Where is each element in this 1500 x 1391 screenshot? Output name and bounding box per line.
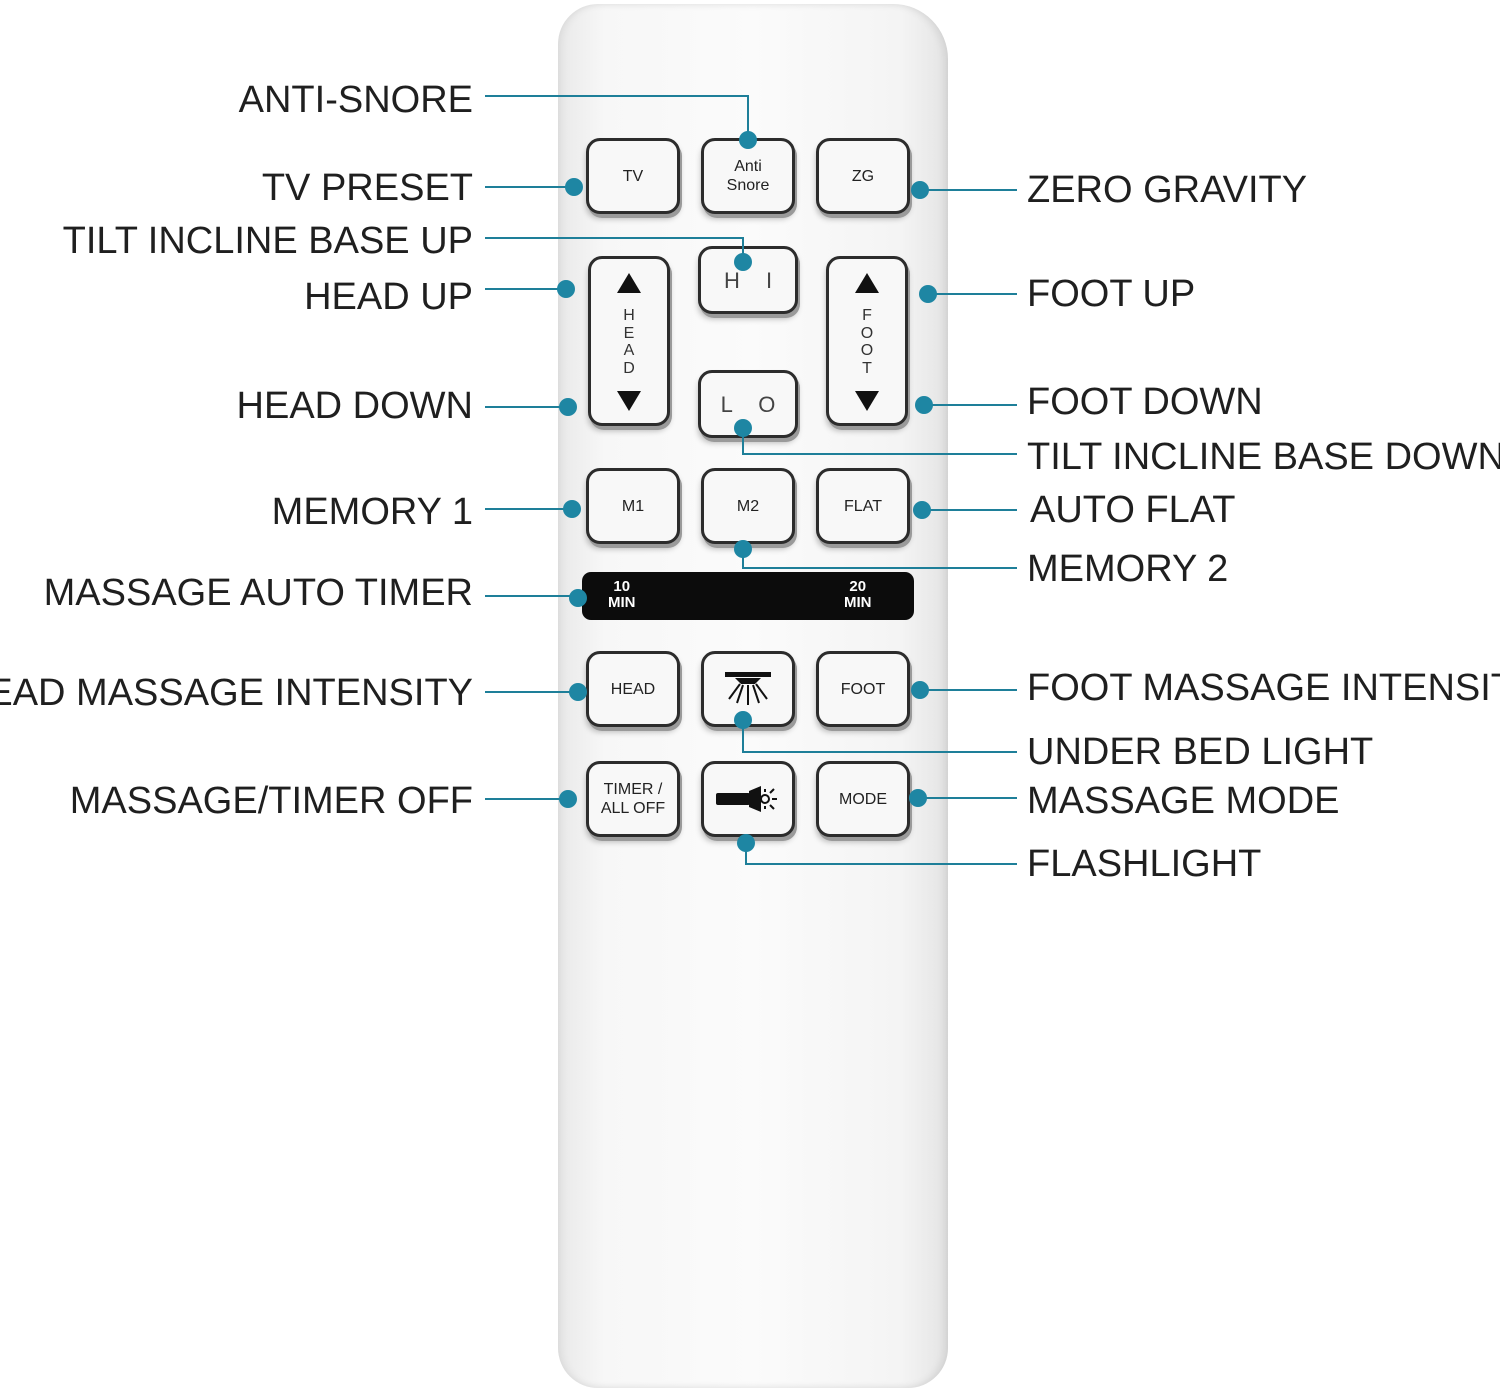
label-foot-down: FOOT DOWN (1027, 381, 1263, 423)
flashlight-button[interactable] (701, 761, 795, 837)
label-head-up: HEAD UP (304, 276, 473, 318)
head-vertical-label: H E A D (623, 307, 635, 377)
tilt-down-leader (742, 428, 1017, 455)
label-zero-gravity: ZERO GRAVITY (1027, 169, 1308, 211)
label-tv-preset: TV PRESET (261, 167, 473, 209)
tv-button[interactable]: TV (586, 138, 680, 214)
label-massage-mode: MASSAGE MODE (1027, 780, 1340, 822)
anti-snore-leader (485, 95, 749, 140)
light-icon (725, 672, 771, 705)
head-up-down-button[interactable]: H E A D (588, 256, 670, 426)
up-arrow-icon (617, 273, 641, 293)
label-auto-flat: AUTO FLAT (1030, 489, 1236, 531)
anti-snore-button[interactable]: Anti Snore (701, 138, 795, 214)
label-head-down: HEAD DOWN (236, 385, 473, 427)
under-bed-light-leader (742, 720, 1017, 753)
up-arrow-icon (855, 273, 879, 293)
label-flashlight: FLASHLIGHT (1027, 843, 1262, 885)
timer-20-min: 20 MIN (844, 578, 872, 611)
foot-up-down-button[interactable]: F O O T (826, 256, 908, 426)
label-foot-massage-intensity: FOOT MASSAGE INTENSITY (1027, 667, 1500, 709)
foot-vertical-label: F O O T (860, 307, 874, 377)
label-memory-1: MEMORY 1 (271, 491, 473, 533)
label-head-massage-intensity: HEAD MASSAGE INTENSITY (0, 672, 473, 714)
label-under-bed-light: UNDER BED LIGHT (1027, 731, 1374, 773)
label-foot-up: FOOT UP (1027, 273, 1196, 315)
timer-10-min: 10 MIN (608, 578, 636, 611)
label-massage-timer-off: MASSAGE/TIMER OFF (69, 780, 473, 822)
label-memory-2: MEMORY 2 (1027, 548, 1229, 590)
massage-mode-button[interactable]: MODE (816, 761, 910, 837)
memory-2-button[interactable]: M2 (701, 468, 795, 544)
massage-timer-indicator: 10 MIN 20 MIN (582, 572, 914, 620)
label-tilt-down: TILT INCLINE BASE DOWN (1027, 436, 1500, 478)
timer-all-off-button[interactable]: TIMER / ALL OFF (586, 761, 680, 837)
head-massage-button[interactable]: HEAD (586, 651, 680, 727)
memory-1-button[interactable]: M1 (586, 468, 680, 544)
flashlight-icon (716, 786, 777, 812)
down-arrow-icon (617, 391, 641, 411)
down-arrow-icon (855, 391, 879, 411)
label-massage-auto-timer: MASSAGE AUTO TIMER (43, 572, 473, 614)
flat-button[interactable]: FLAT (816, 468, 910, 544)
label-tilt-up: TILT INCLINE BASE UP (62, 220, 473, 262)
memory-2-leader (742, 549, 1017, 569)
label-anti-snore: ANTI-SNORE (238, 79, 473, 121)
tilt-up-leader (485, 237, 744, 262)
foot-massage-button[interactable]: FOOT (816, 651, 910, 727)
flashlight-leader (745, 843, 1017, 865)
zero-gravity-button[interactable]: ZG (816, 138, 910, 214)
